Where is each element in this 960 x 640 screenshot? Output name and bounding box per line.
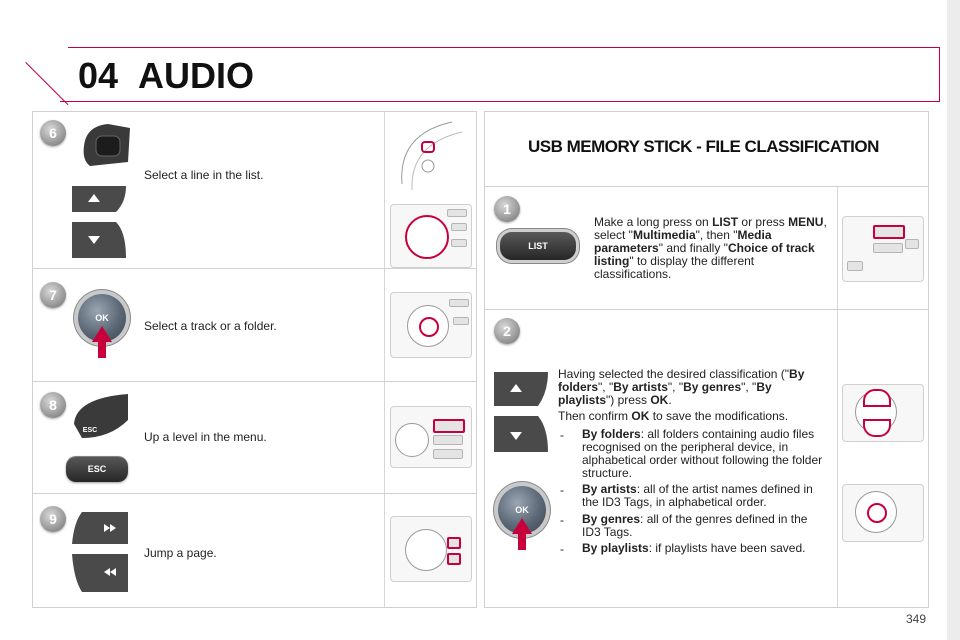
audio-console-diagram bbox=[390, 292, 472, 358]
text-run: or press bbox=[738, 215, 789, 229]
bold-term: MENU bbox=[788, 215, 824, 229]
bold-term: Multimedia bbox=[632, 228, 696, 242]
header-rule-bottom bbox=[60, 101, 940, 102]
text-run: ", " bbox=[667, 380, 684, 394]
up-down-rocker-image bbox=[68, 182, 130, 262]
step-badge-7: 7 bbox=[40, 282, 66, 308]
audio-console-diagram bbox=[842, 484, 924, 542]
skip-rocker-image bbox=[68, 508, 132, 596]
bold-term: OK bbox=[631, 409, 650, 423]
step-badge-2: 2 bbox=[494, 318, 520, 344]
bold-term: Media parameters bbox=[594, 228, 772, 255]
row-divider bbox=[33, 381, 476, 382]
step-8-text: Up a level in the menu. bbox=[144, 430, 267, 444]
header-rule-top bbox=[68, 47, 940, 48]
header-rule-right bbox=[939, 47, 940, 102]
text-run: ", " bbox=[598, 380, 614, 394]
text-run: ") press bbox=[606, 393, 651, 407]
row-divider bbox=[33, 268, 476, 269]
esc-steering-control-image bbox=[70, 390, 132, 442]
text-run: Then confirm bbox=[558, 409, 632, 423]
bold-term: OK bbox=[650, 393, 669, 407]
text-run: ", then " bbox=[695, 228, 738, 242]
press-arrow-stem bbox=[98, 340, 106, 358]
audio-console-diagram bbox=[842, 384, 924, 442]
text-run: " to display the different classificatio… bbox=[594, 254, 755, 281]
text-run: Having selected the desired classificati… bbox=[558, 367, 790, 381]
text-run: ", " bbox=[741, 380, 757, 394]
step-2-intro: Having selected the desired classificati… bbox=[558, 368, 828, 407]
classification-item-genres: By genres: all of the genres defined in … bbox=[582, 512, 808, 539]
classification-item-folders: By folders: all folders containing audio… bbox=[582, 427, 823, 480]
step-7-text: Select a track or a folder. bbox=[144, 319, 277, 333]
row-divider bbox=[485, 309, 928, 310]
step-1-instructions: Make a long press on LIST or press MENU,… bbox=[594, 216, 830, 281]
left-panel bbox=[32, 111, 477, 608]
bold-term: By artists bbox=[613, 380, 668, 394]
step-badge-9: 9 bbox=[40, 506, 66, 532]
text-run: Make a long press on bbox=[594, 215, 713, 229]
esc-label-small: ESC bbox=[82, 427, 98, 434]
classification-item-artists: By artists: all of the artist names defi… bbox=[582, 482, 813, 509]
bold-term: LIST bbox=[712, 215, 739, 229]
section-title: USB MEMORY STICK - FILE CLASSIFICATION bbox=[528, 137, 879, 156]
bold-term: By playlists bbox=[558, 380, 772, 407]
chapter-number: 04 bbox=[78, 55, 119, 96]
step-9-text: Jump a page. bbox=[144, 546, 217, 560]
press-arrow-icon bbox=[512, 518, 532, 534]
row-divider bbox=[33, 493, 476, 494]
esc-button-image: ESC bbox=[66, 456, 128, 482]
audio-console-diagram bbox=[390, 406, 472, 468]
bold-term: Choice of track listing bbox=[594, 241, 815, 268]
bold-term: By genres bbox=[683, 380, 742, 394]
bullet-dash: - bbox=[560, 542, 564, 556]
audio-console-diagram bbox=[390, 516, 472, 582]
press-arrow-stem bbox=[518, 532, 526, 550]
left-panel-divider bbox=[384, 112, 385, 607]
steering-wheel-control-image bbox=[78, 118, 134, 172]
page-edge-tab bbox=[947, 0, 960, 640]
classification-item-playlists: By playlists: if playlists have been sav… bbox=[582, 541, 806, 555]
page-number: 349 bbox=[906, 612, 927, 626]
step-badge-6: 6 bbox=[40, 120, 66, 146]
bullet-dash: - bbox=[560, 513, 564, 527]
bold-term: By folders bbox=[558, 367, 805, 394]
text-run: " and finally " bbox=[658, 241, 728, 255]
list-button-image: LIST bbox=[500, 232, 576, 260]
text-run: , select " bbox=[594, 215, 827, 242]
right-panel bbox=[484, 111, 929, 608]
step-badge-8: 8 bbox=[40, 392, 66, 418]
step-6-text: Select a line in the list. bbox=[144, 168, 264, 182]
right-panel-divider bbox=[837, 187, 838, 607]
up-down-rocker-image bbox=[490, 368, 552, 456]
steering-wheel-diagram bbox=[392, 114, 470, 192]
title-divider bbox=[485, 186, 928, 187]
bullet-dash: - bbox=[560, 428, 564, 442]
audio-console-diagram bbox=[842, 216, 924, 282]
text-run: . bbox=[668, 393, 672, 407]
step-2-confirm: Then confirm OK to save the modification… bbox=[558, 410, 828, 423]
step-badge-1: 1 bbox=[494, 196, 520, 222]
text-run: to save the modifications. bbox=[649, 409, 789, 423]
audio-console-diagram bbox=[390, 204, 472, 268]
chapter-title: AUDIO bbox=[138, 55, 254, 96]
bullet-dash: - bbox=[560, 483, 564, 497]
header-rule-diagonal bbox=[25, 62, 69, 106]
press-arrow-icon bbox=[92, 326, 112, 342]
